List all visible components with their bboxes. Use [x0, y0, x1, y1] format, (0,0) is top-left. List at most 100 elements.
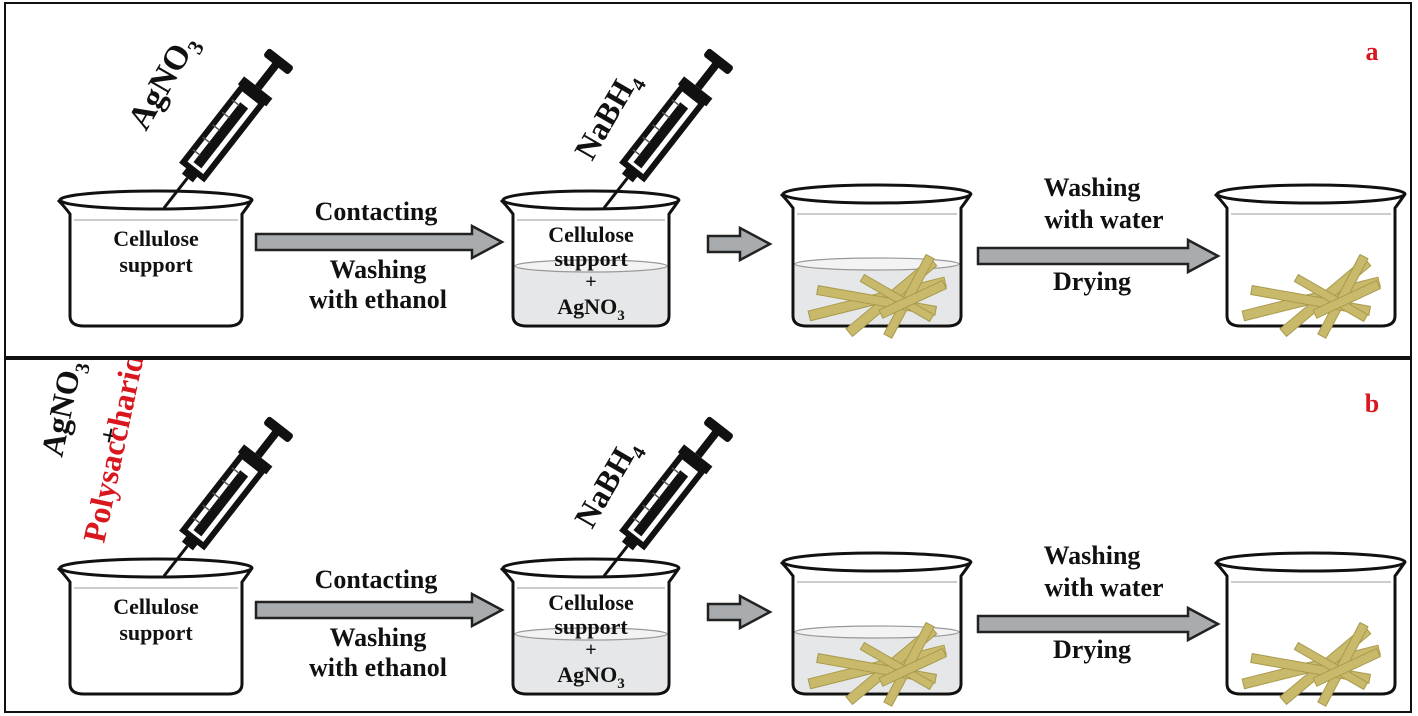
scale-mark: [202, 504, 211, 512]
silver-fibers: [807, 621, 947, 707]
beaker2-line3-sub: 3: [617, 676, 625, 692]
beaker-outline: [56, 198, 254, 328]
scale-mark: [632, 149, 641, 156]
reagent1-main: AgNO: [34, 367, 87, 460]
beaker1-label-line2: support: [119, 620, 193, 645]
syringe-hub: [621, 533, 640, 551]
arrow-shape: [706, 593, 773, 631]
scale-mark: [661, 479, 670, 487]
fiber-strip: [1293, 273, 1369, 323]
beaker2-label-line2: support: [554, 614, 628, 639]
beaker-rim: [501, 557, 681, 579]
panel-tag: b: [1365, 389, 1379, 418]
reagent1-label: AgNO3: [121, 28, 209, 139]
needle: [162, 545, 189, 577]
arrow3-top-line1: Washing: [1044, 541, 1141, 570]
scale-mark: [671, 467, 680, 474]
beaker-1: [56, 189, 254, 328]
liquid: [515, 266, 667, 324]
fiber-strip: [1312, 279, 1381, 319]
beaker2-line3-main: AgNO: [557, 294, 617, 319]
beaker2-plus: +: [585, 271, 596, 293]
scale-mark: [642, 136, 651, 144]
scale-mark: [231, 99, 240, 106]
arrow-1: [254, 223, 505, 261]
arrow1-bottom-line1: Washing: [330, 255, 427, 284]
beaker2-label-line3: AgNO3: [557, 662, 624, 692]
beaker1-label-line1: Cellulose: [113, 226, 199, 251]
plunger-thumb: [704, 48, 733, 75]
arrow1-top-label: Contacting: [315, 565, 438, 594]
fiber-strip: [878, 279, 947, 319]
fiber-strip: [859, 273, 935, 323]
beaker-2: [499, 557, 681, 696]
beaker1-label-line1: Cellulose: [113, 594, 199, 619]
beaker-2: [499, 189, 681, 328]
needle: [602, 545, 629, 577]
arrow3-top-line1: Washing: [1044, 173, 1141, 202]
beaker-outline: [56, 566, 254, 696]
scale-mark: [632, 517, 641, 524]
arrow1-bottom-line2: with ethanol: [309, 653, 447, 682]
beaker-rim: [1215, 551, 1407, 573]
scene-0: aCellulosesupportAgNO3ContactingWashingw…: [56, 28, 1407, 339]
arrow-shape: [976, 605, 1221, 643]
scale-mark: [221, 111, 230, 119]
liquid-surface: [514, 259, 668, 273]
scale-mark: [221, 479, 230, 487]
reagent1-red: Polysaccharide: [76, 360, 154, 545]
plunger-stem: [255, 429, 280, 458]
beaker-rim: [58, 189, 254, 211]
fiber-strip: [1312, 647, 1381, 687]
needle: [162, 177, 189, 209]
syringe-hub: [181, 533, 200, 551]
arrow1-top-label: Contacting: [315, 197, 438, 226]
plunger-rod: [193, 470, 249, 537]
liquid-surface: [514, 627, 668, 641]
syringe-hub: [181, 165, 200, 183]
syringe-1: [162, 416, 293, 577]
plunger-stem: [695, 61, 720, 90]
beaker-outline: [499, 566, 681, 696]
beaker2-label-line2: support: [554, 246, 628, 271]
syringe-2: [602, 416, 733, 577]
arrow-shape: [976, 237, 1221, 275]
arrow-shape: [254, 591, 505, 629]
reagent1-sub: 3: [71, 361, 95, 375]
syringe-1: [162, 48, 293, 209]
scale-mark: [642, 504, 651, 512]
beaker2-label-line1: Cellulose: [548, 590, 634, 615]
arrow3-bottom-label: Drying: [1053, 267, 1131, 296]
beaker-4: [1213, 551, 1407, 696]
arrow1-bottom-line1: Washing: [330, 623, 427, 652]
beaker-rim: [501, 189, 681, 211]
beaker-4: [1213, 183, 1407, 328]
beaker-1: [56, 557, 254, 696]
silver-fibers: [807, 253, 947, 339]
beaker-outline: [779, 560, 973, 696]
plunger-stem: [695, 429, 720, 458]
syringe-hub: [621, 165, 640, 183]
beaker-rim: [781, 183, 973, 205]
fiber-strip: [878, 647, 947, 687]
liquid-surface: [794, 257, 960, 271]
silver-fibers: [1241, 621, 1381, 707]
scale-mark: [661, 111, 670, 119]
arrow-shape: [706, 225, 773, 263]
plunger-rod: [633, 102, 689, 169]
scale-mark: [652, 492, 661, 499]
arrow-3: [976, 237, 1221, 275]
beaker-3: [779, 183, 973, 328]
fiber-strip: [859, 641, 935, 691]
beaker-rim: [58, 557, 254, 579]
scene-1: bCellulosesupportAgNO3+PolysaccharideCon…: [34, 360, 1407, 707]
arrow-2: [706, 593, 773, 631]
arrow3-bottom-label: Drying: [1053, 635, 1131, 664]
scale-mark: [192, 517, 201, 524]
beaker-outline: [1213, 560, 1407, 696]
arrow-1: [254, 591, 505, 629]
arrow-2: [706, 225, 773, 263]
arrow1-bottom-line2: with ethanol: [309, 285, 447, 314]
panel-tag: a: [1366, 37, 1379, 66]
